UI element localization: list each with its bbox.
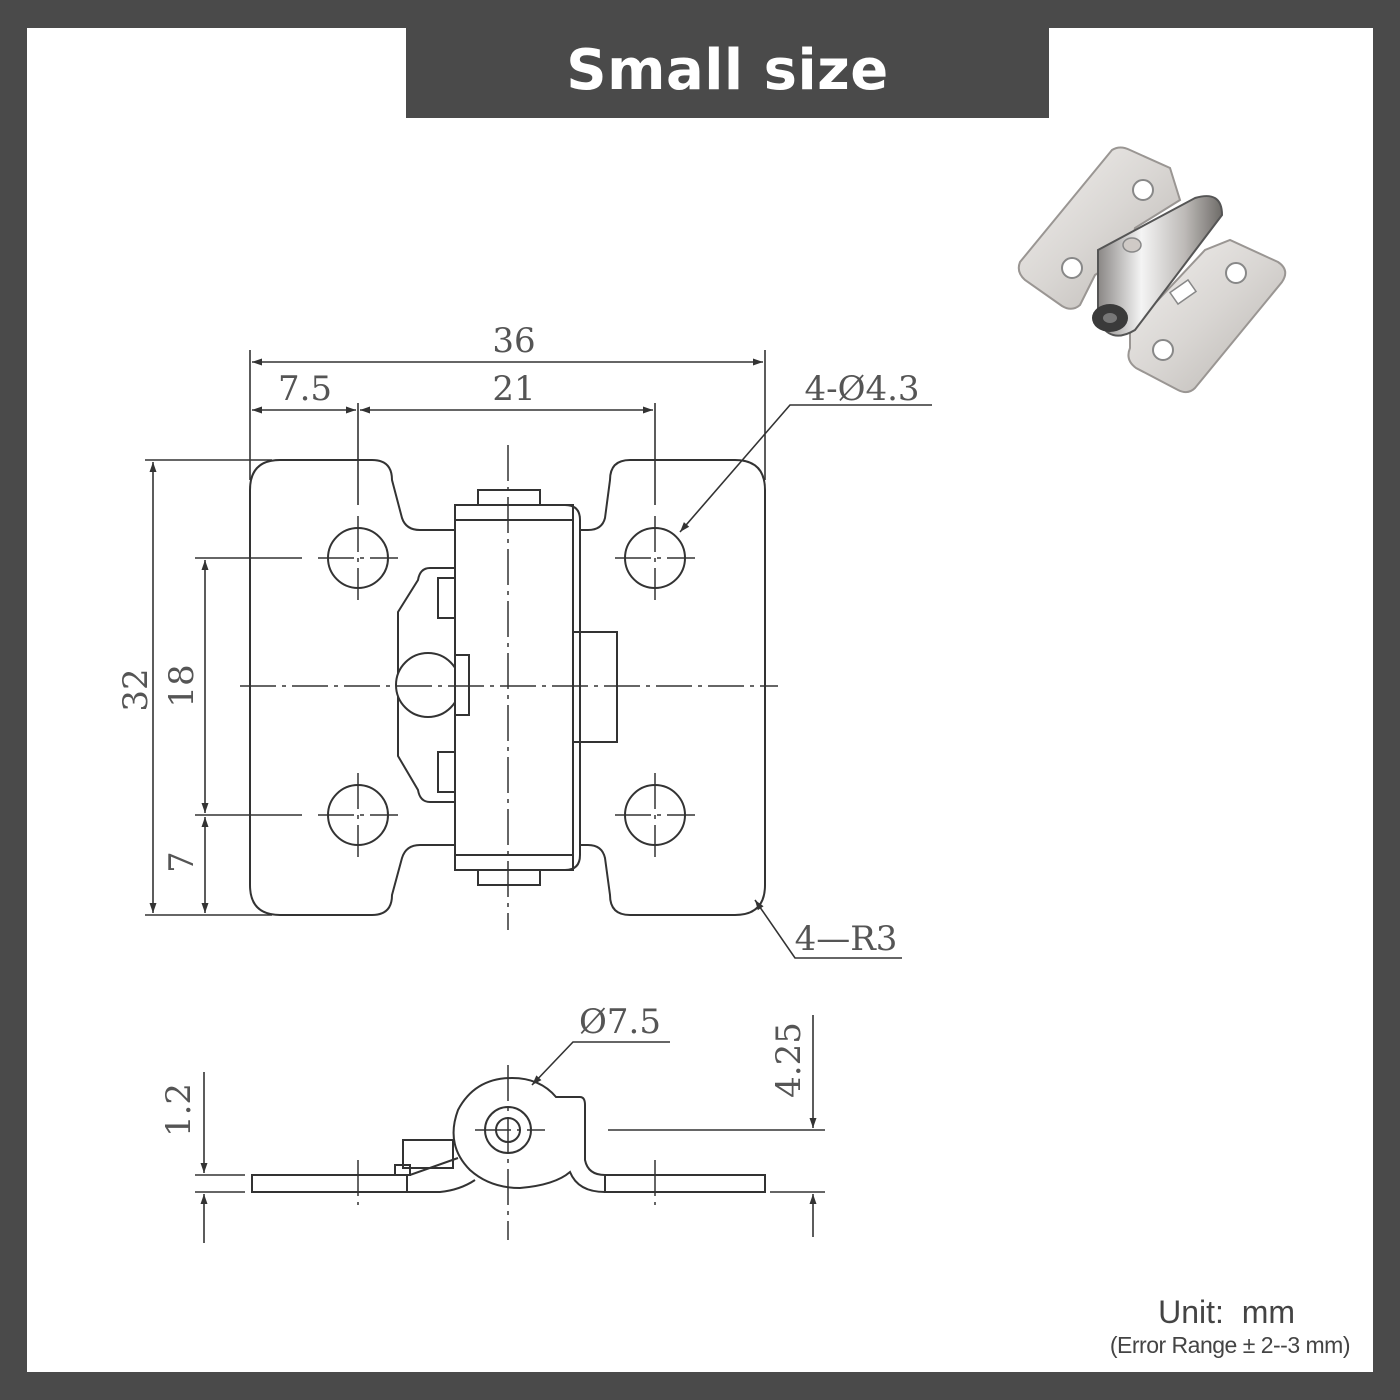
- title-banner: Small size: [406, 28, 1049, 118]
- dimension-lines: [145, 350, 932, 959]
- unit-label: Unit: mm: [1158, 1294, 1295, 1330]
- dim-plate-thickness: 1.2: [159, 1083, 199, 1137]
- left-plate: [251, 1174, 408, 1193]
- spring-pin: [395, 652, 461, 718]
- side-dimension-lines: [195, 1015, 825, 1243]
- dim-knuckle-height: 4.25: [769, 1022, 809, 1098]
- dim-edge-to-hole: 7.5: [278, 369, 332, 409]
- dim-edge-to-hole-y: 7: [162, 851, 202, 873]
- knuckle-barrel: [454, 504, 574, 871]
- dim-overall-height: 32: [116, 668, 156, 711]
- right-leaf-outline: [579, 459, 766, 916]
- dim-hole-callout: 4-Ø4.3: [804, 369, 919, 409]
- dim-overall-width: 36: [492, 321, 535, 361]
- knuckle-profile: [452, 1076, 606, 1194]
- center-lines: [240, 445, 778, 930]
- dim-corner-radius: 4—R3: [795, 919, 898, 959]
- dim-hole-spacing-y: 18: [162, 664, 202, 707]
- dim-hole-spacing-x: 21: [492, 369, 535, 409]
- product-photo: [1017, 146, 1287, 394]
- top-view: [249, 459, 766, 916]
- page-title: Small size: [566, 37, 889, 103]
- right-plate: [604, 1174, 766, 1193]
- dim-pin-diameter: Ø7.5: [579, 1002, 661, 1042]
- error-range-note: (Error Range ± 2--3 mm): [1110, 1332, 1350, 1358]
